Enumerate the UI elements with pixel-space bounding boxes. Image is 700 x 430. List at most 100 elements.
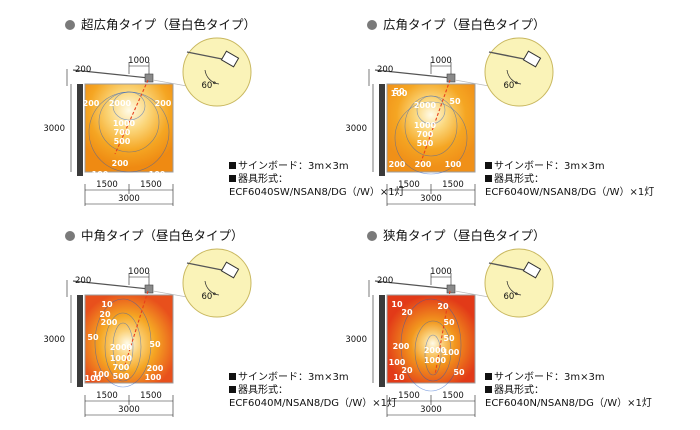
- isolux-value-label: 200: [112, 159, 129, 168]
- angle-arc: [506, 280, 522, 296]
- dim-width-label: 3000: [118, 194, 140, 204]
- isolux-value-label: 20: [401, 308, 413, 317]
- isolux-value-label: 200: [393, 342, 410, 351]
- dim-half-right-label: 1500: [140, 180, 162, 190]
- bubble-leader: [152, 79, 188, 87]
- dim-top-label: 1000: [430, 56, 452, 66]
- wall-post: [379, 295, 385, 387]
- isolux-value-label: 50: [393, 87, 405, 96]
- isolux-value-label: 200: [83, 99, 100, 108]
- zoom-bubble: [182, 37, 252, 107]
- dim-top-label: 1000: [128, 267, 150, 277]
- dim-top-label: 1000: [128, 56, 150, 66]
- bubble-leader: [152, 290, 188, 298]
- isolux-value-label: 50: [149, 340, 161, 349]
- bubble-arm: [488, 262, 530, 272]
- isolux-contour: [112, 322, 134, 372]
- dim-half-right-label: 1500: [140, 391, 162, 401]
- angle-label: 60°: [503, 81, 518, 91]
- square-bullet-icon: [229, 386, 236, 393]
- fixture-head: [144, 73, 154, 83]
- isolux-contour: [400, 298, 462, 392]
- isolux-value-label: 200: [101, 318, 118, 327]
- panel-title: 超広角タイプ（昼白色タイプ）: [65, 14, 256, 33]
- dim-height-label: 3000: [43, 124, 65, 134]
- isolux-contour: [394, 101, 468, 175]
- dim-width-label: 3000: [420, 405, 442, 415]
- bullet-icon: [367, 20, 377, 30]
- sign-board-spec: サインボード：3m×3m: [229, 160, 349, 173]
- panel-title: 広角タイプ（昼白色タイプ）: [367, 14, 546, 33]
- square-bullet-icon: [229, 175, 236, 182]
- dim-half-left-label: 1500: [96, 391, 118, 401]
- isolux-value-label: 500: [417, 139, 434, 148]
- angle-label: 60°: [201, 292, 216, 302]
- beam-line: [124, 290, 149, 366]
- isolux-contour: [414, 320, 452, 382]
- isolux-value-label: 700: [114, 128, 131, 137]
- isolux-value-label: 2000: [110, 343, 133, 352]
- dim-side-label: 200: [75, 65, 91, 75]
- isolux-value-label: 200: [389, 160, 406, 169]
- isolux-value-label: 2000: [414, 101, 437, 110]
- dim-half-left-label: 1500: [96, 180, 118, 190]
- bubble-fixture-icon: [522, 50, 542, 68]
- fixture-arm: [72, 280, 150, 290]
- isolux-value-label: 10: [391, 300, 403, 309]
- dim-half-left-label: 1500: [398, 180, 420, 190]
- angle-arc: [204, 69, 220, 85]
- bubble-fixture-icon: [220, 50, 240, 68]
- dim-half-right-label: 1500: [442, 180, 464, 190]
- isolux-value-label: 1000: [424, 356, 447, 365]
- dim-height-label: 3000: [43, 335, 65, 345]
- isolux-value-label: 100: [451, 172, 468, 181]
- fixture-head: [446, 284, 456, 294]
- square-bullet-icon: [485, 386, 492, 393]
- dim-width-label: 3000: [420, 194, 442, 204]
- isolux-value-label: 20: [401, 366, 413, 375]
- square-bullet-icon: [485, 175, 492, 182]
- isolux-value-label: 10: [393, 373, 405, 382]
- isolux-value-label: 50: [87, 333, 99, 342]
- isolux-value-label: 200: [147, 364, 164, 373]
- fixture-model: ECF6040SW/NSAN8/DG（/W）×1灯: [229, 187, 405, 198]
- wall-post: [379, 84, 385, 176]
- isolux-value-label: 200: [415, 160, 432, 169]
- angle-label: 60°: [503, 292, 518, 302]
- beam-line: [114, 79, 149, 155]
- isolux-value-label: 100: [149, 170, 166, 179]
- bubble-leader: [454, 79, 490, 87]
- isolux-value-label: 1000: [414, 121, 437, 130]
- bubble-arm: [186, 51, 228, 61]
- isolux-contour: [404, 95, 458, 157]
- fixture-label: 器具形式：: [485, 173, 544, 186]
- isolux-value-label: 100: [85, 374, 102, 383]
- zoom-bubble: [484, 37, 554, 107]
- square-bullet-icon: [229, 162, 236, 169]
- isolux-contour: [104, 312, 142, 382]
- fixture-arm: [374, 280, 452, 290]
- fixture-head: [144, 284, 154, 294]
- isolux-value-label: 100: [391, 89, 408, 98]
- isolux-value-label: 100: [387, 172, 404, 181]
- fixture-model: ECF6040N/NSAN8/DG（/W）×1灯: [485, 398, 652, 409]
- fixture-label: 器具形式：: [229, 173, 288, 186]
- panel-title: 狭角タイプ（昼白色タイプ）: [367, 225, 546, 244]
- isolux-value-label: 50: [443, 318, 455, 327]
- beam-line: [434, 290, 451, 376]
- isolux-value-label: 20: [99, 310, 111, 319]
- sign-board: [386, 83, 476, 173]
- sign-board: [386, 294, 476, 384]
- isolux-value-label: 100: [145, 373, 162, 382]
- fixture-arm: [72, 69, 150, 79]
- sign-board-spec: サインボード：3m×3m: [485, 160, 605, 173]
- zoom-bubble: [182, 248, 252, 318]
- isolux-value-label: 100: [92, 170, 109, 179]
- dim-half-right-label: 1500: [442, 391, 464, 401]
